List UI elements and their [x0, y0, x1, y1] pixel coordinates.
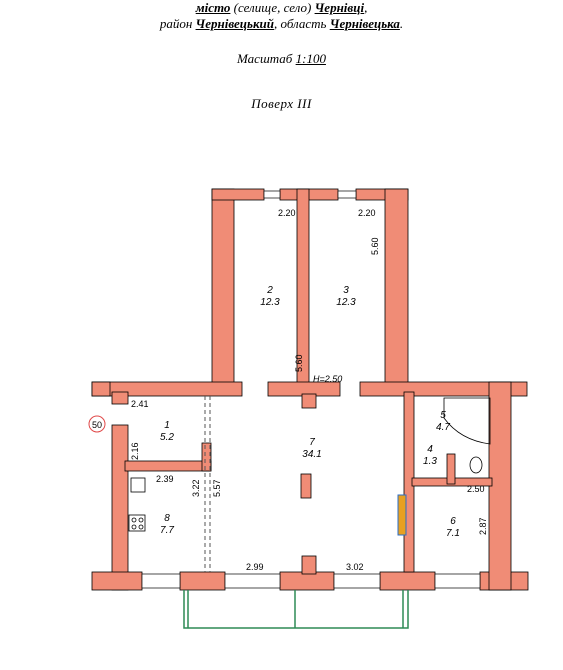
dim-label: 5.60 [294, 354, 304, 372]
window-1 [263, 190, 281, 199]
room-2-area: 12.3 [260, 297, 280, 308]
room-7-number: 7 [309, 437, 315, 448]
window-5 [333, 573, 381, 589]
room-2-number: 2 [266, 285, 273, 296]
district-value: Чернівецький [195, 16, 275, 31]
wall-left-notch [111, 391, 129, 405]
wall-top-1 [211, 188, 265, 201]
radiator-icon [397, 494, 407, 536]
dim-label: 2.87 [478, 517, 488, 535]
dim-label: 5.57 [212, 479, 222, 497]
dim-label: 2.39 [156, 474, 174, 484]
dim-label: 2.20 [358, 208, 376, 218]
room-7-area: 34.1 [302, 449, 321, 460]
dim-label: 2.41 [131, 399, 149, 409]
scale-line: Масштаб 1:100 [0, 51, 563, 67]
marker-circle [88, 415, 106, 433]
room-8-area: 7.7 [160, 525, 174, 536]
wall-stub-bottom [301, 555, 317, 575]
room-labels: 1 5.2 2 12.3 3 12.3 4 1.3 5 4.7 6 7.1 7 … [160, 285, 460, 539]
dim-label: 5.60 [370, 237, 380, 255]
windows [141, 190, 481, 589]
wall-bottom-4 [379, 571, 436, 591]
marker-text: 50 [92, 420, 102, 430]
room-4-number: 4 [427, 444, 433, 455]
dim-label: 2.99 [246, 562, 264, 572]
dim-label: 2.50 [467, 484, 485, 494]
city-mid: (селище, село) [233, 0, 312, 15]
room-3-number: 3 [343, 285, 349, 296]
plan-marker: 50 [88, 415, 106, 433]
wall-upper-right [359, 381, 528, 397]
floor-label: Поверх III [251, 96, 312, 111]
height-label: H=2.50 [313, 374, 342, 384]
city-value: Чернівці [314, 0, 365, 15]
wall-stub-top [301, 393, 317, 409]
wall-bottom-2 [179, 571, 226, 591]
district-label: район [159, 16, 193, 31]
wall-center-pillar [300, 473, 312, 499]
bathtub-icon [443, 397, 491, 445]
window-6 [434, 573, 481, 589]
fixtures [128, 397, 491, 532]
stove-burner-icon [131, 517, 137, 523]
room-8-number: 8 [164, 513, 170, 524]
dim-label: 3.22 [191, 479, 201, 497]
dim-label: 3.02 [346, 562, 364, 572]
region-label: , область [274, 16, 327, 31]
stove-burner-icon [138, 524, 144, 530]
sink-icon [130, 477, 146, 493]
stove-burner-icon [131, 524, 137, 530]
room-4-area: 1.3 [423, 456, 437, 467]
room-6-number: 6 [450, 516, 456, 527]
city-label: місто [195, 0, 231, 15]
balcony-outline [183, 590, 409, 629]
scale-value: 1:100 [295, 51, 326, 66]
window-3 [141, 573, 181, 589]
room-5-number: 5 [440, 410, 446, 421]
balcony [183, 590, 409, 629]
room-3-area: 12.3 [336, 297, 356, 308]
stove-icon [128, 514, 146, 532]
toilet-icon [469, 456, 483, 474]
wall-bottom-left [91, 571, 143, 591]
address-line-district: район Чернівецький, область Чернівецька. [159, 16, 404, 31]
wall-right-wing [384, 188, 409, 389]
wall-room1-bottom [124, 460, 212, 472]
window-4 [224, 573, 281, 589]
room-6-area: 7.1 [446, 528, 460, 539]
region-value: Чернівецька [329, 16, 400, 31]
wall-room1-side [201, 442, 212, 472]
dim-label: 2.20 [278, 208, 296, 218]
dim-label: 2.16 [130, 442, 140, 460]
scale-label: Масштаб [237, 51, 293, 66]
dimension-labels: 2.20 2.20 5.60 5.60 2.41 2.16 2.39 3.22 … [130, 208, 488, 572]
stove-burner-icon [138, 517, 144, 523]
wall-left-wing [211, 188, 235, 389]
wall-room5-side [446, 453, 456, 485]
room-5-area: 4.7 [436, 422, 450, 433]
wall-left-corner [91, 381, 111, 397]
walls [91, 188, 529, 591]
window-2 [337, 190, 357, 199]
room-1-number: 1 [164, 420, 170, 431]
room-1-area: 5.2 [160, 432, 174, 443]
wall-left-outer [111, 424, 129, 591]
address-line-city: місто (селище, село) Чернівці, [195, 0, 368, 15]
wall-bottom-3 [279, 571, 335, 591]
